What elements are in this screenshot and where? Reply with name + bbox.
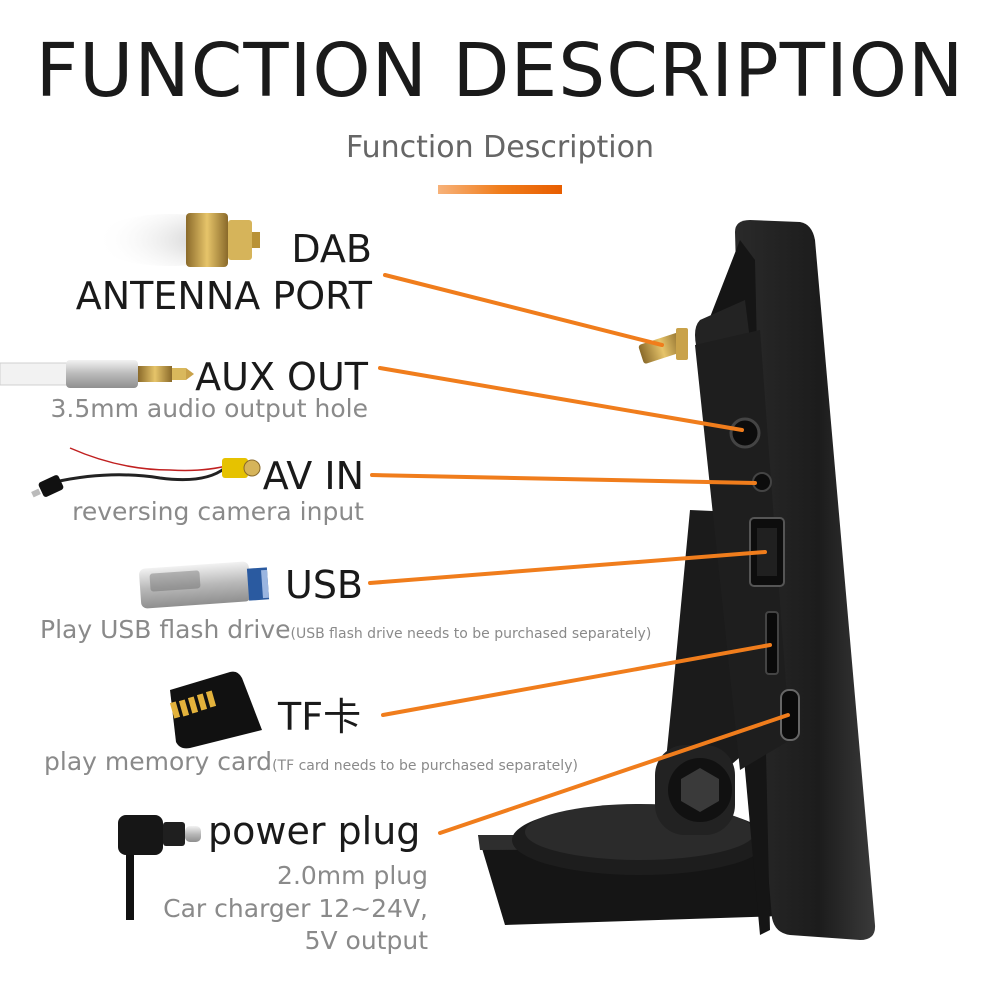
power-plug-label: power plug <box>208 809 421 853</box>
tf-desc: play memory card <box>44 747 273 776</box>
tf-port <box>765 611 779 675</box>
aux-out-label: AUX OUT <box>195 355 368 399</box>
tf-desc-row: play memory card(TF card needs to be pur… <box>44 746 578 777</box>
dab-antenna-port-label: ANTENNA PORT <box>75 274 372 318</box>
usb-desc: Play USB flash drive <box>40 615 291 644</box>
power-desc-2: Car charger 12~24V, <box>163 894 428 923</box>
audio-jack-icon <box>0 360 194 388</box>
tf-card-label: TF卡 <box>278 695 362 739</box>
power-desc-1: 2.0mm plug <box>277 861 428 890</box>
av-in-label: AV IN <box>262 454 364 498</box>
callout-lines <box>368 273 790 835</box>
usb-desc-row: Play USB flash drive(USB flash drive nee… <box>40 614 651 645</box>
sd-card-icon <box>169 671 262 749</box>
usb-note: (USB flash drive needs to be purchased s… <box>290 626 652 642</box>
aux-port <box>729 417 761 449</box>
accent-bar <box>438 185 562 194</box>
dab-port <box>638 328 688 364</box>
tf-note: (TF card needs to be purchased separatel… <box>272 758 578 774</box>
usb-c-plug-icon <box>118 815 201 920</box>
usb-label: USB <box>285 563 364 607</box>
power-desc-3: 5V output <box>304 926 428 955</box>
aux-out-desc: 3.5mm audio output hole <box>50 394 368 423</box>
av-in-desc: reversing camera input <box>72 497 364 526</box>
dab-label: DAB <box>291 227 372 271</box>
usb-drive-icon <box>139 561 270 609</box>
rca-cable-icon <box>31 447 261 498</box>
antenna-connector-icon <box>95 213 260 267</box>
car-display-device <box>478 220 876 940</box>
page-subtitle: Function Description <box>346 130 654 165</box>
page-title: FUNCTION DESCRIPTION <box>35 28 965 114</box>
